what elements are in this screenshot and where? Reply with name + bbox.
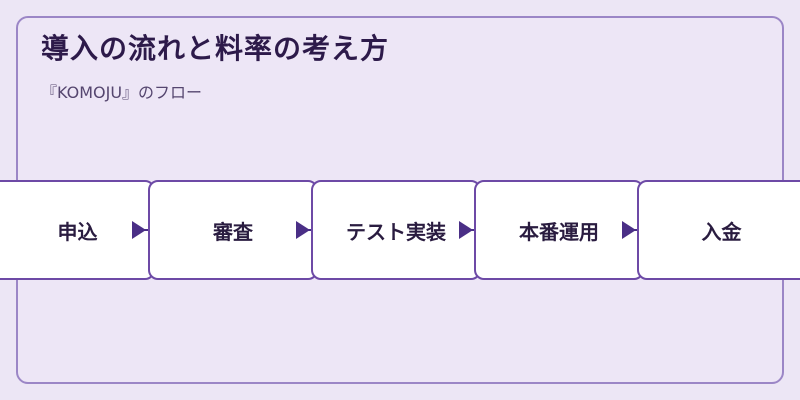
arrow-right-icon bbox=[132, 221, 146, 239]
step-label: テスト実装 bbox=[346, 219, 446, 244]
flow-step-review: 審査 bbox=[148, 180, 318, 280]
step-label: 審査 bbox=[213, 219, 253, 244]
arrow-right-icon bbox=[296, 221, 310, 239]
step-label: 本番運用 bbox=[519, 219, 599, 244]
arrow-right-icon bbox=[459, 221, 473, 239]
step-label: 入金 bbox=[701, 219, 742, 244]
flow-step-test-implementation: テスト実装 bbox=[311, 180, 481, 280]
flow-step-payout: 入金 bbox=[637, 180, 800, 280]
flow-diagram: 申込 審査 テスト実装 本番運用 入金 bbox=[0, 180, 800, 280]
page-title: 導入の流れと料率の考え方 bbox=[41, 32, 390, 65]
arrow-right-icon bbox=[622, 221, 636, 239]
flow-step-production: 本番運用 bbox=[474, 180, 644, 280]
flow-step-application: 申込 bbox=[0, 180, 155, 280]
page-subtitle: 『KOMOJU』のフロー bbox=[41, 83, 203, 102]
step-label: 申込 bbox=[57, 219, 98, 244]
